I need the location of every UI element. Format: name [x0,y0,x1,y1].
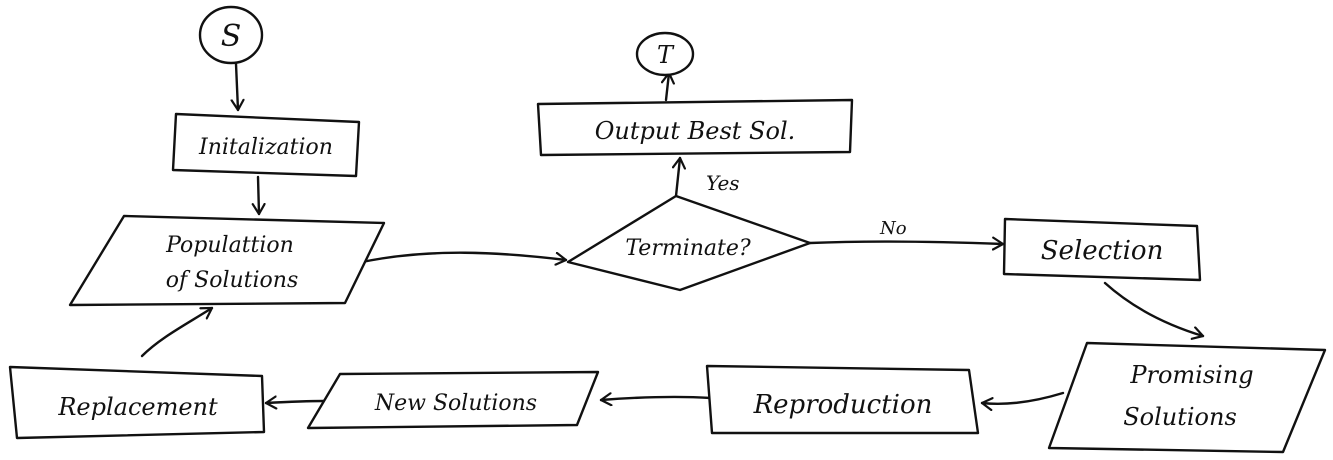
edge-reproduction-to-new [599,397,713,400]
terminal-label: T [657,41,675,69]
selection-node: Selection [1002,217,1202,282]
reproduction-node: Reproduction [705,364,980,435]
edge-start-to-init [236,62,238,112]
edge-population-to-terminate [360,251,568,262]
initialization-label: Initalization [198,135,333,160]
edge-new-to-replacement [264,401,326,403]
edge-output-to-terminal [666,71,669,102]
terminal-node: T [635,31,695,77]
population-label-line1: Populattion [165,233,294,258]
population-node: Populattion of Solutions [68,214,386,307]
output-label: Output Best Sol. [595,117,796,145]
replacement-node: Replacement [8,365,266,440]
replacement-label: Replacement [57,393,218,421]
selection-label: Selection [1041,236,1164,266]
promising-label-line1: Promising [1129,361,1253,389]
promising-solutions-node: Promising Solutions [1047,341,1327,454]
terminate-label: Terminate? [625,236,751,261]
terminate-decision: Terminate? [566,194,812,292]
start-node: S [198,5,264,65]
output-node: Output Best Sol. [536,98,854,157]
new-solutions-node: New Solutions [306,370,600,430]
start-label: S [221,19,242,54]
edge-selection-to-promising [1103,281,1205,336]
edge-init-to-population [258,175,259,216]
reproduction-label: Reproduction [753,390,933,420]
population-label-line2: of Solutions [166,268,298,293]
edge-promising-to-reproduction [980,391,1065,404]
edge-terminate-to-selection [808,241,1005,244]
yes-label: Yes [706,171,740,195]
edge-replacement-to-population [140,306,214,358]
edge-terminate-to-output [676,156,680,198]
new-solutions-label: New Solutions [374,391,537,416]
initialization-node: Initalization [171,112,361,178]
no-label: No [879,218,907,239]
promising-label-line2: Solutions [1123,403,1237,431]
